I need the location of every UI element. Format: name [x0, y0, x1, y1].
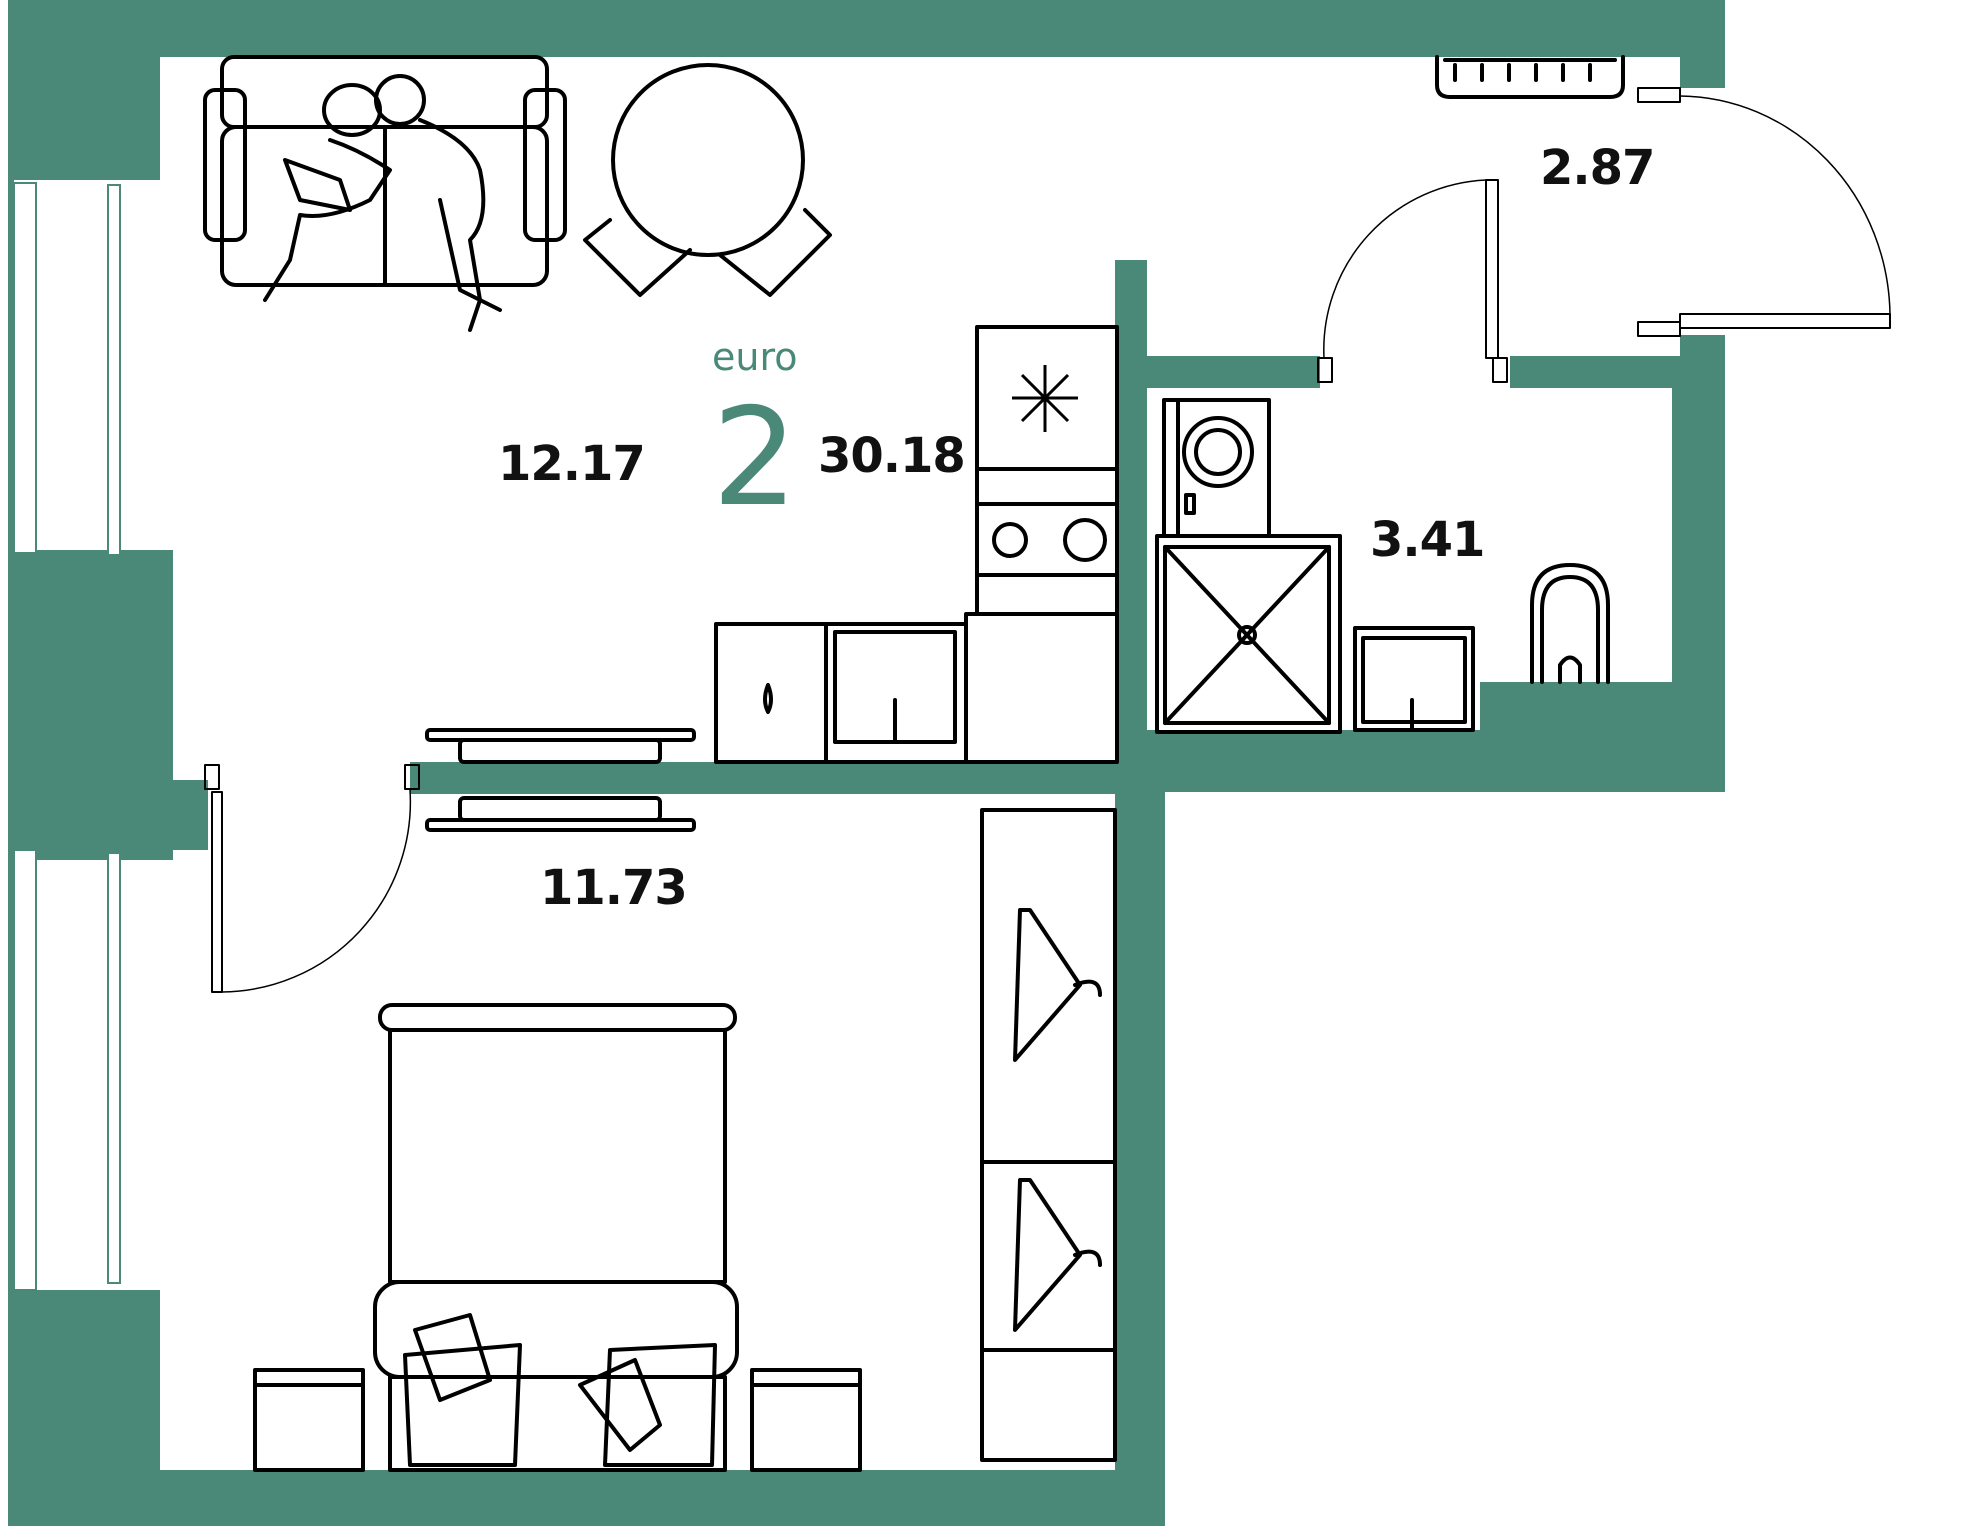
hanger-icon: [1013, 908, 1102, 1062]
radiator-icon: [1435, 55, 1625, 99]
hanger-icon: [1013, 1178, 1102, 1332]
room-area-living-kitchen: 12.17: [498, 436, 646, 492]
snowflake-icon: [1012, 365, 1078, 432]
room-area-bedroom: 11.73: [540, 860, 688, 916]
apartment-type-label: euro: [712, 335, 798, 379]
bath-sink-icon: [1353, 626, 1475, 732]
room-area-hallway: 2.87: [1540, 140, 1655, 196]
people-icon: [263, 74, 502, 332]
windows: [13, 182, 121, 1291]
kitchen-counter: [714, 612, 1119, 764]
fridge-icon: [975, 325, 1119, 471]
dining-table-icon: [583, 63, 832, 297]
bathroom-door[interactable]: [1317, 179, 1508, 383]
shower-icon: [1155, 534, 1342, 734]
bedroom-door[interactable]: [204, 764, 420, 993]
tv-icon: [425, 728, 696, 832]
sink-icon: [833, 630, 957, 744]
bed-icon: [373, 1003, 739, 1472]
rooms-count-label: 2: [712, 379, 798, 536]
nightstand-left: [253, 1368, 365, 1472]
wardrobe-icon: [980, 808, 1117, 1462]
room-area-bathroom: 3.41: [1370, 512, 1485, 568]
nightstand-right: [750, 1368, 862, 1472]
washing-machine-icon: [1162, 398, 1271, 538]
sofa-icon: [203, 55, 567, 287]
entrance-door[interactable]: [1637, 87, 1891, 337]
stove-icon: [975, 467, 1119, 616]
total-area-label: 30.18: [818, 428, 966, 484]
toilet-icon: [1530, 563, 1610, 684]
walls: [8, 0, 1725, 1526]
